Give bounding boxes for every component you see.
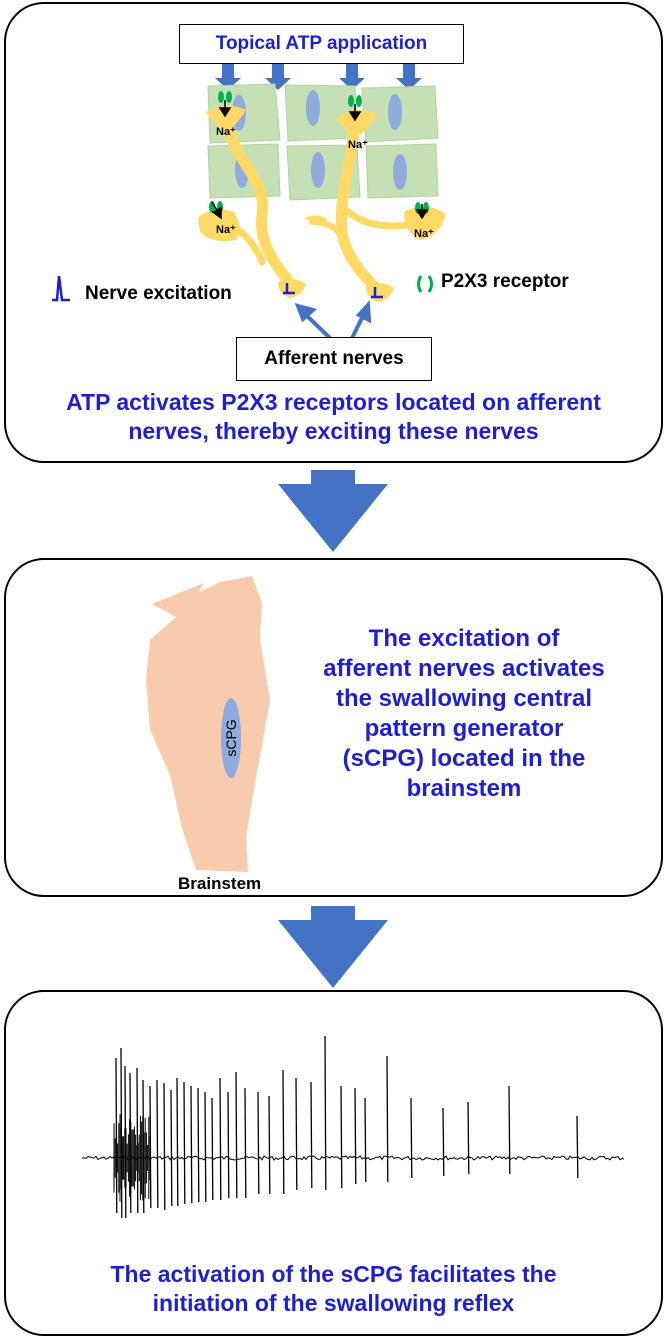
panel3-caption-line: initiation of the swallowing reflex [152, 1289, 515, 1316]
trace-spike [257, 1091, 260, 1195]
trace-spike [354, 1087, 357, 1185]
afferent-nerves-box: Afferent nerves [236, 337, 432, 381]
trace-spike [183, 1081, 186, 1205]
trace-spike [364, 1097, 367, 1183]
scpg-region [221, 698, 241, 778]
panel2-caption: The excitation of afferent nerves activa… [296, 624, 632, 804]
atp-arrows [215, 64, 422, 90]
trace-spike [115, 1057, 118, 1214]
panel3-caption-line: The activation of the sCPG facilitates t… [110, 1261, 557, 1287]
brainstem-shape [146, 576, 270, 872]
topical-atp-box: Topical ATP application [179, 24, 464, 64]
trace-spike [282, 1069, 285, 1195]
nerve-excitation-icon [52, 275, 70, 302]
trace-spike [156, 1079, 159, 1209]
trace-spike [340, 1085, 343, 1189]
panel2-caption-line: brainstem [406, 775, 522, 802]
na-ion-label: Na⁺ [216, 126, 236, 138]
p2x3-receptor-label: P2X3 receptor [441, 271, 569, 292]
trace-spike [310, 1081, 313, 1189]
trace-spike [227, 1091, 230, 1199]
trace-spike [410, 1097, 413, 1179]
trace-spike [467, 1101, 470, 1175]
p2x3-receptors [209, 91, 429, 220]
trace-spike [197, 1087, 200, 1203]
trace-spike [576, 1115, 579, 1179]
trace-spike [129, 1072, 132, 1214]
spike-markers [283, 283, 383, 299]
atp-activation-panel [4, 2, 663, 463]
trace-spike [211, 1097, 214, 1201]
epithelium-illustration: Na⁺ Na⁺ Na⁺ Na⁺ [52, 64, 446, 340]
na-ion-label: Na⁺ [414, 228, 434, 240]
na-ion-label: Na⁺ [348, 139, 368, 151]
nerve-excitation-label: Nerve excitation [85, 283, 232, 304]
trace-spike [176, 1077, 179, 1207]
afferent-arrows [294, 300, 372, 340]
trace-spike [244, 1087, 247, 1199]
p2x3-receptor-icon [417, 275, 433, 293]
trace-spike [204, 1091, 207, 1203]
panel2-caption-line: afferent nerves activates [323, 655, 605, 682]
trace-spike [442, 1107, 445, 1177]
flow-arrow-down [278, 906, 388, 988]
panel1-caption-line: ATP activates P2X3 receptors located on … [66, 389, 601, 415]
flow-arrow-down [278, 470, 388, 552]
trace-spike [508, 1085, 511, 1175]
trace-spike [142, 1079, 145, 1214]
trace-spike [149, 1085, 152, 1209]
trace-spike [120, 1047, 123, 1219]
trace-spike [324, 1035, 327, 1191]
panel1-caption-line: nerves, thereby exciting these nerves [128, 417, 539, 444]
brainstem-label: Brainstem [178, 874, 262, 893]
trace-baseline [82, 1155, 625, 1161]
panel2-caption-line: (sCPG) located in the [342, 745, 586, 772]
trace-spike [190, 1085, 193, 1204]
trace-spike [235, 1071, 238, 1199]
scpg-label: sCPG [223, 719, 239, 756]
trace-spike [219, 1077, 222, 1201]
panel1-caption: ATP activates P2X3 receptors located on … [20, 388, 647, 446]
panel2-caption-line: pattern generator [364, 715, 564, 742]
panel2-caption-line: the swallowing central [335, 685, 593, 712]
trace-spike [163, 1082, 166, 1211]
trace-spike [136, 1067, 139, 1214]
trace-spike [295, 1077, 298, 1191]
trace-spike [124, 1065, 127, 1219]
trace-spike [268, 1095, 271, 1195]
afferent-nerve-fibers [220, 106, 426, 296]
trace-spike [170, 1089, 173, 1207]
panel2-caption-line: The excitation of [368, 625, 560, 652]
na-ion-label: Na⁺ [216, 224, 236, 236]
scpg-panel [4, 558, 663, 897]
panel3-caption: The activation of the sCPG facilitates t… [20, 1260, 647, 1318]
trace-spike [386, 1055, 389, 1183]
